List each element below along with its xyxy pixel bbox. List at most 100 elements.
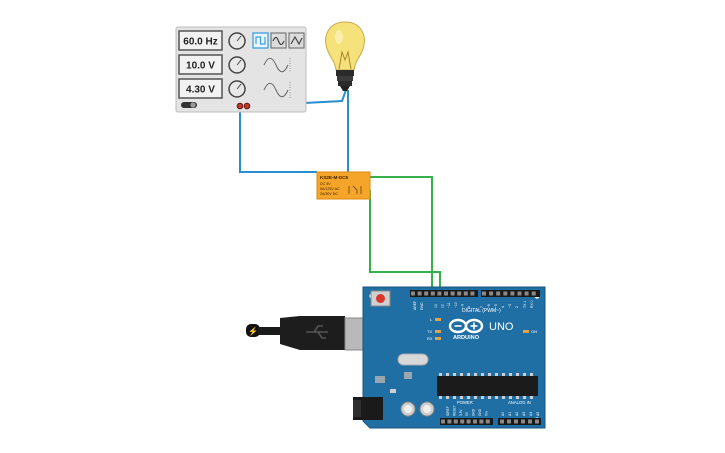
frequency-value: 60.0 Hz [183,37,217,48]
square-wave-button[interactable] [252,32,269,49]
pin-hole[interactable] [463,291,468,296]
dc-offset-knob[interactable] [228,80,246,98]
chip-pin [460,373,463,377]
analog-pin-label: A2 [515,412,519,416]
pin-hole[interactable] [479,419,484,424]
pin-hole[interactable] [503,291,508,296]
pin-hole[interactable] [466,419,471,424]
led-tx [435,330,441,333]
chip-pin [530,373,533,377]
pin-hole[interactable] [411,291,415,296]
bottom-pin-holes[interactable] [441,419,539,424]
analog-pin-label: A5 [536,412,540,416]
power-switch[interactable] [181,102,197,108]
pin-hole[interactable] [524,291,529,296]
reset-button[interactable] [370,290,391,307]
pin-hole[interactable] [437,291,442,296]
usb-bolt-icon: ⚡ [248,326,258,336]
digital-pin-label: ~9 [460,304,464,308]
pin-hole[interactable] [507,419,511,424]
pin-hole[interactable] [473,419,477,424]
pin-hole[interactable] [528,419,532,424]
triangle-wave-icon [290,35,303,46]
pin-hole[interactable] [482,291,486,296]
pin-hole[interactable] [453,419,458,424]
amplitude-wave-preview [263,57,289,73]
digital-pin-label: 13 [434,304,438,308]
amplitude-knob[interactable] [228,56,246,74]
terminal-positive[interactable] [243,102,251,110]
relay-line3: 2A/30V DC [320,192,338,196]
relay[interactable]: KS2E-M-DC5 DC 5V 5A/125V AC 2A/30V DC [316,171,371,200]
pin-hole[interactable] [514,419,518,424]
power-pin-label: Vin [484,411,488,416]
light-bulb[interactable] [325,21,365,91]
pin-hole[interactable] [441,419,445,424]
usb-cable[interactable]: ⚡ [246,316,374,351]
usb-logo-icon [306,325,328,339]
aref-label: AREF [413,301,417,310]
power-pin-label: GND [472,408,476,416]
atmega-chip [437,373,538,399]
wire-green-relay-to-pin13[interactable] [369,190,441,294]
digital-pin-label: ~3 [508,304,512,308]
power-pin-label: GND [478,408,482,416]
wire-green-relay-to-gnd[interactable] [370,176,433,294]
terminal-negative[interactable] [236,102,244,110]
pin-hole[interactable] [485,419,490,424]
digital-pin-label: ~5 [494,304,498,308]
pin-hole[interactable] [531,291,536,296]
analog-pin-label: A4 [529,412,533,416]
chip-pin [509,395,512,399]
pin-hole[interactable] [450,291,455,296]
relay-model: KS2E-M-DC5 [320,175,349,180]
function-generator[interactable]: 60.0 Hz 10.0 V 4.30 V [175,26,307,113]
pin-hole[interactable] [470,291,475,296]
pin-hole[interactable] [457,291,462,296]
chip-pin [495,373,498,377]
pin-hole[interactable] [496,291,501,296]
digital-pin-label: ~11 [447,302,451,308]
triangle-wave-button[interactable] [270,32,287,49]
crystal-oscillator [397,353,429,366]
pin-hole[interactable] [521,419,525,424]
pin-hole[interactable] [430,291,435,296]
pin-hole[interactable] [535,419,539,424]
pin-hole[interactable] [489,291,494,296]
digital-pin-holes[interactable] [411,291,536,296]
pin-hole[interactable] [417,291,422,296]
chip-pin [488,395,491,399]
chip-pin [474,395,477,399]
pin-hole[interactable] [517,291,522,296]
pin-hole[interactable] [424,291,429,296]
digital-pin-label: 2 [515,306,519,308]
digital-pin-label: RX 0 [530,300,534,308]
sine-wave-icon [272,36,285,46]
chip-pin [453,395,456,399]
frequency-knob[interactable] [228,32,246,50]
digital-pin-label: 4 [501,306,505,308]
pin-hole[interactable] [500,419,504,424]
analog-pin-label: A3 [522,412,526,416]
pin-hole[interactable] [460,419,465,424]
pin-hole[interactable] [447,419,452,424]
chip-pin [439,395,442,399]
header-power-label: POWER [457,400,473,405]
wire-blue-generator-to-relay[interactable] [239,106,317,173]
dc-offset-display [178,78,223,99]
chip-pin [446,373,449,377]
pin-hole[interactable] [510,291,515,296]
chip-pin [523,373,526,377]
sine-wave-button[interactable] [288,32,305,49]
power-pin-label: 5V [465,411,469,416]
chip-pin [467,395,470,399]
pin-hole[interactable] [444,291,448,296]
chip-pin [516,395,519,399]
dc-offset-value: 4.30 V [186,85,215,96]
led-on [523,330,529,333]
header-digital-label: DIGITAL (PWM~) [462,308,501,314]
